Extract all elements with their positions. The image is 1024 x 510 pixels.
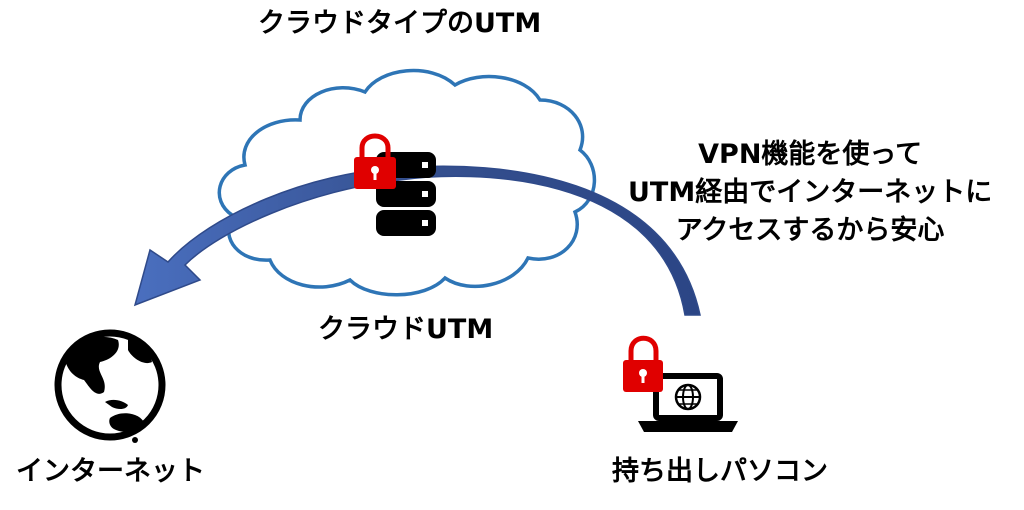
description-line: アクセスするから安心 bbox=[675, 215, 945, 246]
vpn-route-arrow bbox=[133, 165, 701, 316]
internet-label: インターネット bbox=[16, 456, 205, 487]
laptop-label: 持ち出しパソコン bbox=[612, 456, 828, 487]
lock-icon bbox=[623, 335, 663, 392]
cloud-utm-label: クラウドUTM bbox=[318, 314, 494, 345]
laptop-icon bbox=[638, 373, 738, 432]
vpn-description: VPN機能を使って UTM経由でインターネットに アクセスするから安心 bbox=[628, 136, 992, 250]
description-line: VPN機能を使って bbox=[698, 139, 923, 170]
description-line: UTM経由でインターネットに bbox=[628, 177, 993, 208]
web-globe-icon bbox=[674, 383, 702, 411]
globe-icon bbox=[54, 329, 166, 443]
lock-icon bbox=[354, 133, 396, 189]
diagram-title: クラウドタイプのUTM bbox=[258, 8, 542, 39]
